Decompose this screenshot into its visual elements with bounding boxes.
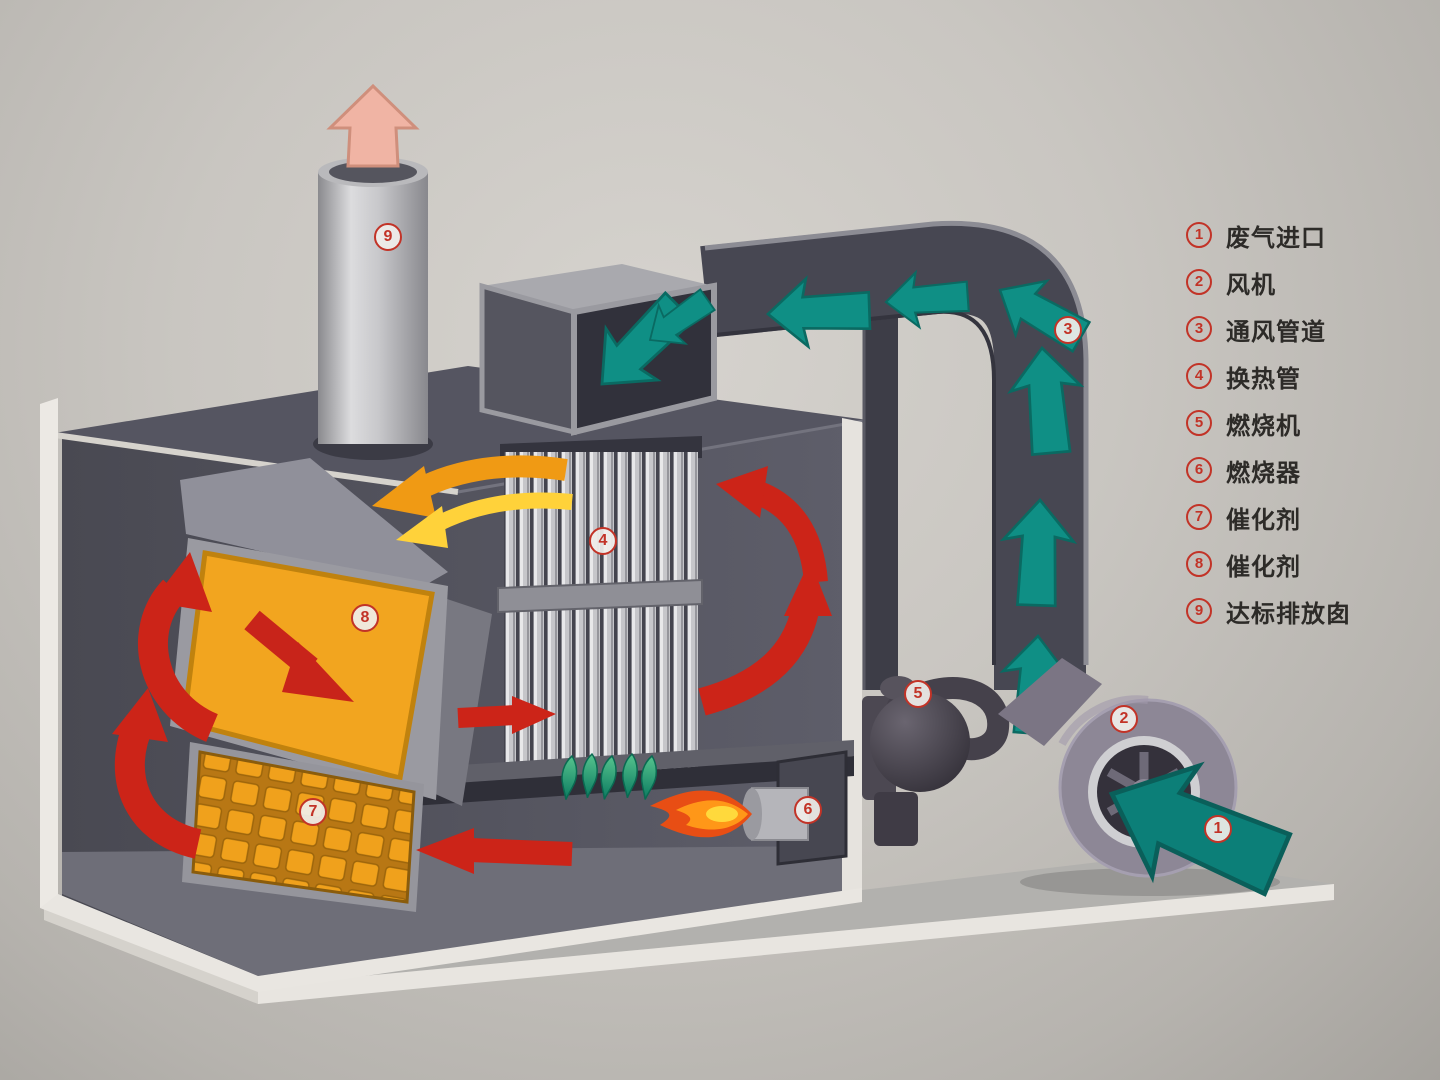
legend-item-2: 2 风机 (1186, 269, 1351, 299)
catalyst-panel-lower (182, 742, 424, 912)
diagram-marker-2: 2 (1110, 705, 1138, 733)
legend-item-6: 6 燃烧器 (1186, 457, 1351, 487)
diagram-marker-9: 9 (374, 223, 402, 251)
legend-label: 燃烧器 (1226, 459, 1301, 487)
legend-label: 风机 (1226, 271, 1276, 299)
legend-label: 催化剂 (1226, 553, 1301, 581)
diagram-marker-1: 1 (1204, 815, 1232, 843)
legend-number-badge: 3 (1186, 316, 1212, 342)
legend-label: 通风管道 (1226, 318, 1326, 346)
legend-item-4: 4 换热管 (1186, 363, 1351, 393)
legend-number-badge: 7 (1186, 504, 1212, 530)
ventilation-duct (700, 220, 1089, 690)
legend-number-badge: 5 (1186, 410, 1212, 436)
legend-label: 达标排放囱 (1226, 600, 1351, 628)
legend-number-badge: 8 (1186, 551, 1212, 577)
legend-number-badge: 9 (1186, 598, 1212, 624)
heat-flow-arrows (372, 455, 573, 548)
legend-item-5: 5 燃烧机 (1186, 410, 1351, 440)
burner-machine (862, 676, 1010, 846)
chimney (318, 157, 428, 444)
duct-outlet-box (479, 264, 717, 436)
diagram-marker-8: 8 (351, 604, 379, 632)
legend-item-3: 3 通风管道 (1186, 316, 1351, 346)
exhaust-arrow (326, 83, 420, 168)
legend-number-badge: 1 (1186, 222, 1212, 248)
diagram-marker-7: 7 (299, 798, 327, 826)
diagram-marker-6: 6 (794, 796, 822, 824)
legend-item-8: 8 催化剂 (1186, 551, 1351, 581)
legend-label: 燃烧机 (1226, 412, 1301, 440)
legend-number-badge: 6 (1186, 457, 1212, 483)
legend-number-badge: 2 (1186, 269, 1212, 295)
diagram-marker-4: 4 (589, 527, 617, 555)
legend-label: 催化剂 (1226, 506, 1301, 534)
diagram-marker-3: 3 (1054, 316, 1082, 344)
legend: 1 废气进口 2 风机 3 通风管道 4 换热管 5 燃烧机 6 燃烧器 7 催… (1186, 222, 1351, 645)
legend-number-badge: 4 (1186, 363, 1212, 389)
legend-label: 废气进口 (1226, 224, 1326, 252)
red-circulation-arrows (112, 466, 832, 874)
diagram-marker-5: 5 (904, 680, 932, 708)
legend-label: 换热管 (1226, 365, 1301, 393)
legend-item-1: 1 废气进口 (1186, 222, 1351, 252)
legend-item-9: 9 达标排放囱 (1186, 598, 1351, 628)
legend-item-7: 7 催化剂 (1186, 504, 1351, 534)
